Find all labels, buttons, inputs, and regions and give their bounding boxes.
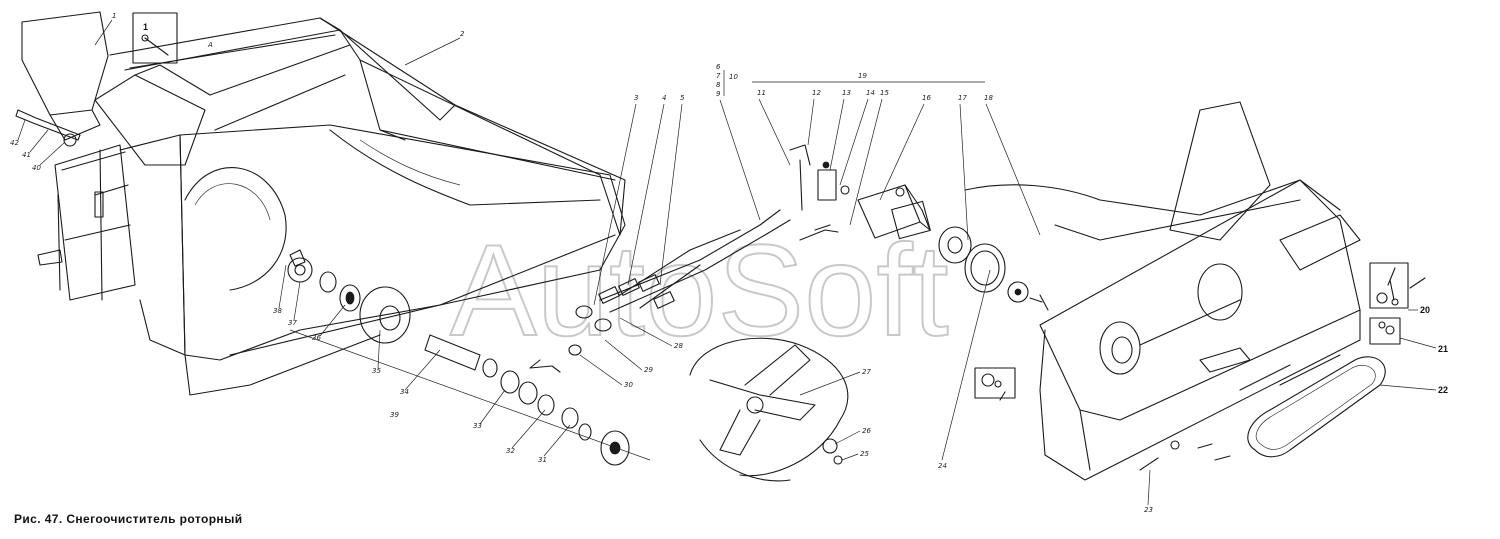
inset-bolt-lower [974,317,1401,399]
callout-14: 14 [866,89,875,97]
callout-10: 10 [729,73,738,81]
right-housing-assembly [964,101,1361,481]
callout-42: 42 [10,139,19,147]
callout-11: 11 [757,89,766,97]
inset-bolt-top-left: 1 [132,12,178,64]
bolt-parts-left [15,109,81,147]
callout-7: 7 [716,72,721,80]
callout-38: 38 [273,307,282,315]
fasteners-right [981,267,1426,471]
callout-20: 20 [1420,305,1430,315]
inset-bolt-right [1369,262,1409,309]
callout-2: 2 [460,30,465,38]
callout-40: 40 [32,164,41,172]
callout-35: 35 [372,367,381,375]
callout-26: 26 [862,427,871,435]
callout-33: 33 [473,422,482,430]
callout-labels: 1 2 A 3 4 5 6 7 8 9 10 11 12 13 14 15 16… [10,12,1448,514]
callout-23: 23 [1144,506,1153,514]
inset-label: 1 [143,22,148,32]
hydraulic-motor [857,184,1049,311]
hydraulic-lines [568,144,850,356]
callout-29: 29 [644,366,653,374]
callout-9: 9 [716,90,721,98]
callout-30: 30 [624,381,633,389]
callout-1: 1 [112,12,116,20]
callout-41: 41 [22,151,31,159]
watermark-text: AutoSoft [450,217,949,363]
callout-18: 18 [984,94,993,102]
callout-27: 27 [862,368,871,376]
callout-21: 21 [1438,344,1448,354]
callout-8: 8 [716,81,721,89]
callout-34: 34 [400,388,409,396]
callout-19: 19 [858,72,867,80]
callout-31: 31 [538,456,547,464]
auger-shaft-parts [287,249,630,466]
callout-13: 13 [842,89,851,97]
callout-16: 16 [922,94,931,102]
drive-chain [1247,356,1386,458]
callout-5: 5 [680,94,685,102]
callout-28: 28 [674,342,683,350]
callout-24: 24 [938,462,947,470]
callout-17: 17 [958,94,967,102]
callout-39: 39 [390,411,399,419]
callout-15: 15 [880,89,889,97]
callout-4: 4 [662,94,666,102]
callout-22: 22 [1438,385,1448,395]
callout-37: 37 [288,319,297,327]
callout-12: 12 [812,89,821,97]
callout-25: 25 [860,450,869,458]
view-a-label: A [207,41,213,49]
figure-caption: Рис. 47. Снегоочиститель роторный [14,512,243,526]
callout-32: 32 [506,447,515,455]
callout-36: 36 [312,334,321,342]
callout-6: 6 [716,63,721,71]
callout-3: 3 [634,94,638,102]
